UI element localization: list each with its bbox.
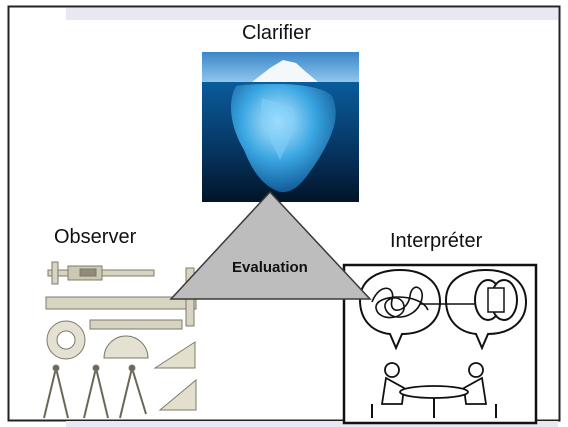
right-label: Interpréter: [390, 230, 483, 252]
iceberg-image: [202, 52, 359, 202]
tangled-to-spool-discussion-image: [342, 263, 538, 425]
left-label: Observer: [54, 226, 137, 248]
top-band: [66, 8, 558, 20]
bottom-band: [66, 421, 558, 427]
center-label: Evaluation: [232, 259, 308, 276]
evaluation-triangle: [169, 190, 372, 300]
top-label: Clarifier: [242, 22, 311, 44]
